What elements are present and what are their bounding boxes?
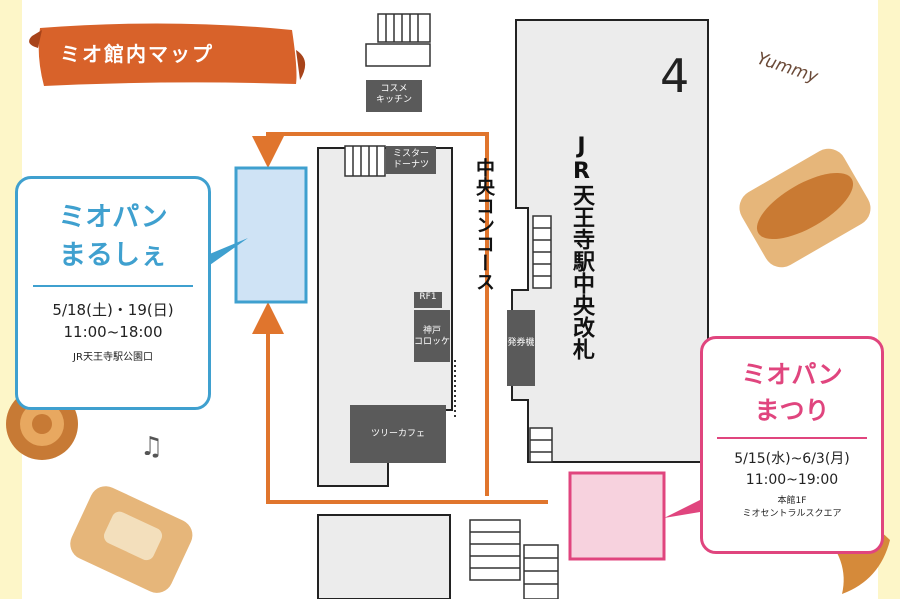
matsuri-area (568, 471, 666, 561)
store-tree-cafe: ツリーカフェ (350, 405, 446, 463)
route-arrows (252, 132, 548, 504)
mall-lower-block (317, 514, 451, 599)
event-time: 11:00~19:00 (745, 472, 839, 488)
ticket-machine: 発券機 (507, 310, 535, 386)
event-popup-matsuri: ミオパン まつり 5/15(水)~6/3(月) 11:00~19:00 本館1F… (700, 336, 884, 554)
mall-stairs (344, 145, 386, 177)
event-date: 5/15(水)~6/3(月) (734, 451, 850, 467)
event-place: JR天王寺駅公園口 (73, 352, 153, 363)
store-kobe-croquette: 神戸 コロッケ (414, 310, 450, 362)
bottom-stairs (469, 427, 559, 599)
station-area (511, 19, 709, 463)
banner-ribbon (38, 23, 297, 87)
music-note-icon: ♫ (140, 432, 164, 462)
store-mister-donut: ミスター ドーナツ (386, 146, 436, 174)
gate-label: JR天王寺駅中央改札 (569, 134, 594, 360)
marche-area (234, 166, 308, 304)
top-stairs (365, 13, 431, 67)
event-popup-marche: ミオパン まるしぇ 5/18(土)・19(日) 11:00~18:00 JR天王… (15, 176, 211, 410)
gate-stairs (532, 215, 552, 289)
store-cosme-kitchen: コスメ キッチン (366, 80, 422, 112)
store-rf1: RF1 (414, 292, 442, 308)
compass-glyph: 4 (660, 49, 689, 103)
event-place: 本館1F ミオセントラルスクエア (742, 496, 842, 519)
event-time: 11:00~18:00 (63, 323, 163, 341)
banner-title: ミオ館内マップ (60, 42, 214, 66)
event-title: ミオパン まつり (741, 360, 843, 425)
event-date: 5/18(土)・19(日) (52, 301, 174, 319)
event-title: ミオパン まるしぇ (58, 202, 168, 271)
concourse-label: 中央コンコース (473, 158, 495, 291)
